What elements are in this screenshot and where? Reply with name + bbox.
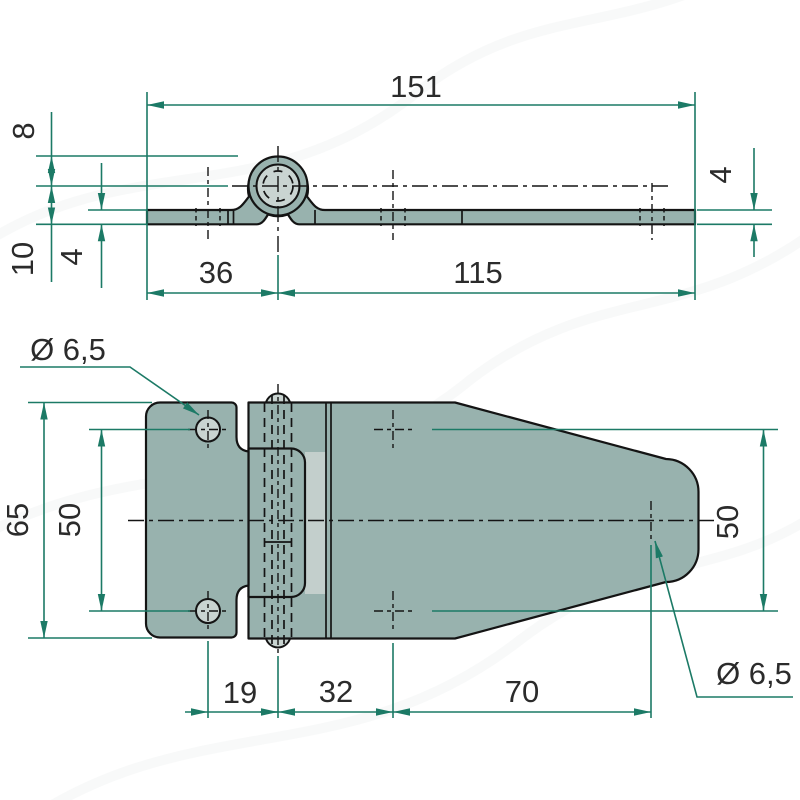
- dim-thickness-right-text: 4: [703, 166, 738, 183]
- dim-pin-to-holes-text: 19: [223, 675, 257, 710]
- dim-total-length-text: 151: [390, 69, 442, 104]
- strap-joint-lines: [227, 210, 463, 225]
- knuckle-curl-tab: [247, 447, 307, 599]
- side-view: 151 8 10 4 4 36 115: [5, 69, 772, 300]
- dim-right-leaf-text: 115: [453, 255, 502, 290]
- label-hole-dia-bottom: Ø 6,5: [716, 656, 792, 691]
- dim-knuckle-height-text: 8: [6, 122, 41, 139]
- label-hole-dia-top: Ø 6,5: [30, 332, 106, 367]
- dim-left-leaf-text: 36: [199, 255, 233, 290]
- side-view-dimensions: 151 8 10 4 4 36 115: [5, 69, 772, 300]
- plan-view-dimensions: Ø 6,5 Ø 6,5 65 50 50 19 32 70: [0, 332, 793, 718]
- dim-overall-width-text: 65: [0, 503, 35, 537]
- plan-view: Ø 6,5 Ø 6,5 65 50 50 19 32 70: [0, 332, 793, 718]
- leader-hole-top: [20, 366, 200, 416]
- dim-pin-to-marks-text: 32: [319, 674, 353, 709]
- dim-right-width-text: 50: [710, 505, 745, 539]
- dim-marks-span-text: 70: [505, 674, 539, 709]
- hidden-hole-edges: [195, 208, 665, 226]
- dim-hole-spacing-text: 50: [52, 503, 87, 537]
- plan-view-centerlines: [128, 384, 716, 656]
- dim-pin-center-height-text: 10: [5, 242, 40, 276]
- leader-hole-bottom: [654, 540, 793, 698]
- barrel-highlight-sliver: [305, 452, 326, 594]
- side-view-centerlines: [207, 146, 668, 252]
- dim-thickness-left-text: 4: [54, 248, 89, 265]
